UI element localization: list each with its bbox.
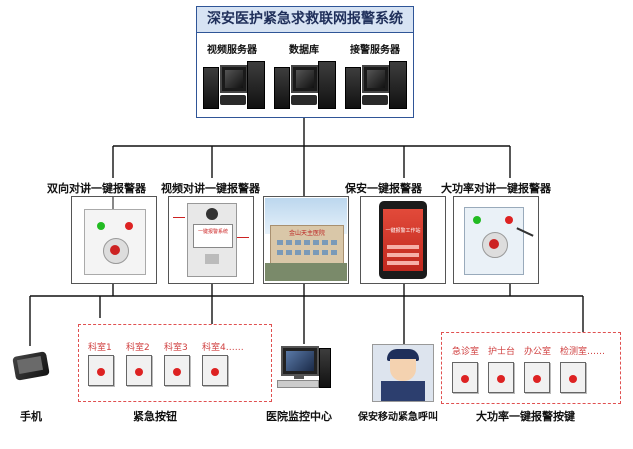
database-server-icon (274, 59, 336, 111)
monitoring-center-icon (275, 344, 331, 392)
video-server-icon (203, 59, 265, 111)
two-way-alarm-image (71, 196, 157, 284)
high-power-button-label: 检测室…… (560, 347, 606, 357)
emergency-button-label: 科室1 (88, 343, 112, 353)
product-label-high-power: 大功率对讲一键报警器 (441, 182, 551, 195)
high-power-button (524, 362, 550, 393)
security-guard-image (372, 344, 434, 402)
product-label-video: 视频对讲一键报警器 (161, 182, 260, 195)
high-power-button-label: 急诊室 (452, 347, 480, 357)
security-phone-image: 一键报警工作站 (360, 196, 446, 284)
server-panel: 视频服务器 数据库 接警服务器 (196, 32, 414, 118)
hospital-sign-text: 金山天主医院 (288, 230, 325, 237)
emergency-button-group (78, 324, 272, 402)
product-label-security: 保安一键报警器 (345, 182, 422, 195)
hospital-building-image: 金山天主医院 (263, 196, 349, 284)
high-power-button-label: 护士台 (488, 347, 516, 357)
server-label-alarm: 接警服务器 (350, 45, 400, 56)
monitoring-center-label: 医院监控中心 (266, 410, 332, 423)
product-label-two-way: 双向对讲一键报警器 (47, 182, 146, 195)
emergency-button (202, 355, 228, 386)
high-power-alarm-image (453, 196, 539, 284)
server-label-video: 视频服务器 (207, 45, 257, 56)
video-alarm-image: 一键报警系统 (168, 196, 254, 284)
high-power-button (452, 362, 478, 393)
alarm-server-icon (345, 59, 407, 111)
high-power-button-group (441, 332, 621, 404)
emergency-button-label: 科室4…… (202, 343, 244, 353)
emergency-button (88, 355, 114, 386)
phone-screen-text: 一键报警工作站 (385, 228, 421, 234)
emergency-button-label: 科室2 (126, 343, 150, 353)
emergency-button (126, 355, 152, 386)
video-panel-text: 一键报警系统 (197, 229, 228, 235)
emergency-label: 紧急按钮 (133, 410, 177, 423)
high-power-button (560, 362, 586, 393)
high-power-button (488, 362, 514, 393)
emergency-button (164, 355, 190, 386)
security-guard-label: 保安移动紧急呼叫 (358, 412, 438, 423)
page-title: 深安医护紧急求救联网报警系统 (196, 6, 414, 33)
phone-label: 手机 (20, 410, 42, 423)
high-power-label: 大功率一键报警按键 (476, 410, 575, 423)
mobile-phone-icon (10, 346, 50, 388)
server-label-database: 数据库 (289, 45, 319, 56)
high-power-button-label: 办公室 (524, 347, 552, 357)
emergency-button-label: 科室3 (164, 343, 188, 353)
